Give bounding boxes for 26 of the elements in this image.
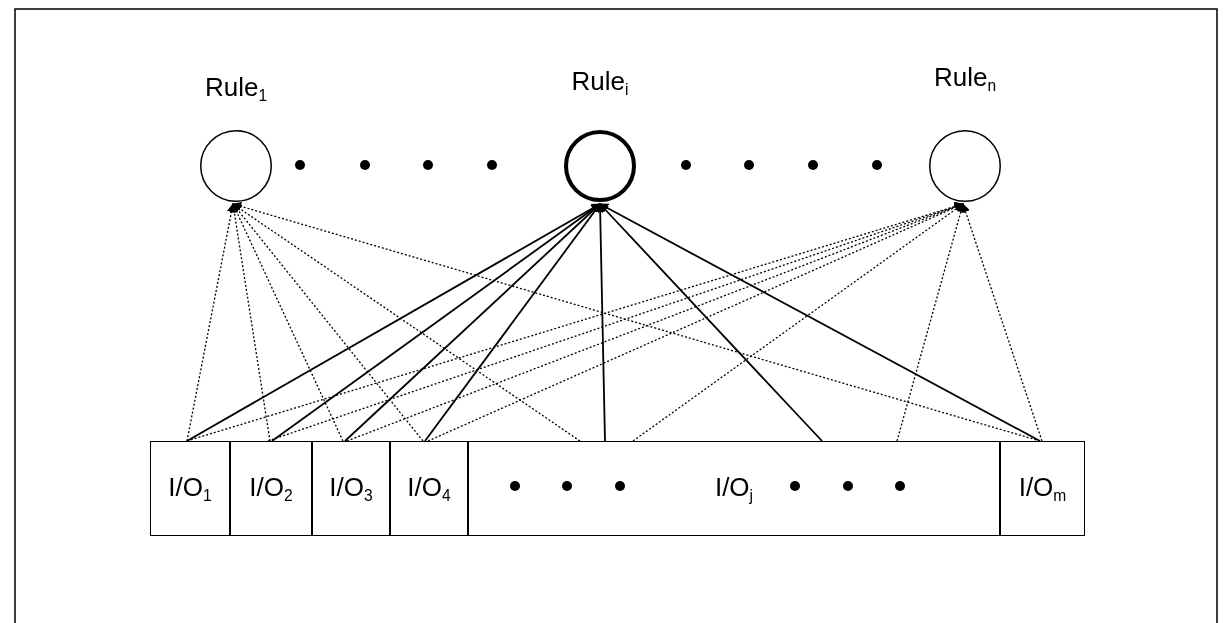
rule-label: Rule$_{1}$ xyxy=(203,72,269,107)
arrow xyxy=(599,203,1041,442)
dotted-arrow xyxy=(961,203,1043,442)
io-label: I/O$_{1}$ xyxy=(168,471,212,506)
io-cell xyxy=(312,441,390,536)
io-label: I/O$_{m}$ xyxy=(1018,471,1067,506)
io-label: I/O$_{3}$ xyxy=(329,471,373,506)
io-cell xyxy=(230,441,312,536)
dotted-arrow xyxy=(896,203,966,442)
arrow xyxy=(344,203,601,442)
rule-label: Rule$_{i}$ xyxy=(570,66,630,101)
arrow xyxy=(599,203,823,442)
io-label: I/O$_{2}$ xyxy=(249,471,293,506)
io-cell xyxy=(150,441,230,536)
io-label: I/O$_{4}$ xyxy=(407,471,451,506)
arrow xyxy=(595,203,606,442)
dotted-arrow xyxy=(632,203,964,442)
io-label: I/O$_{j}$ xyxy=(714,471,754,506)
io-cell xyxy=(1000,441,1085,536)
io-cell xyxy=(390,441,468,536)
rule-label: Rule$_{n}$ xyxy=(932,62,998,97)
dotted-arrow xyxy=(229,203,271,442)
dotted-arrow xyxy=(232,203,581,442)
dotted-arrow xyxy=(186,203,236,442)
dotted-arrow xyxy=(232,203,424,442)
io-cell xyxy=(468,441,1000,536)
